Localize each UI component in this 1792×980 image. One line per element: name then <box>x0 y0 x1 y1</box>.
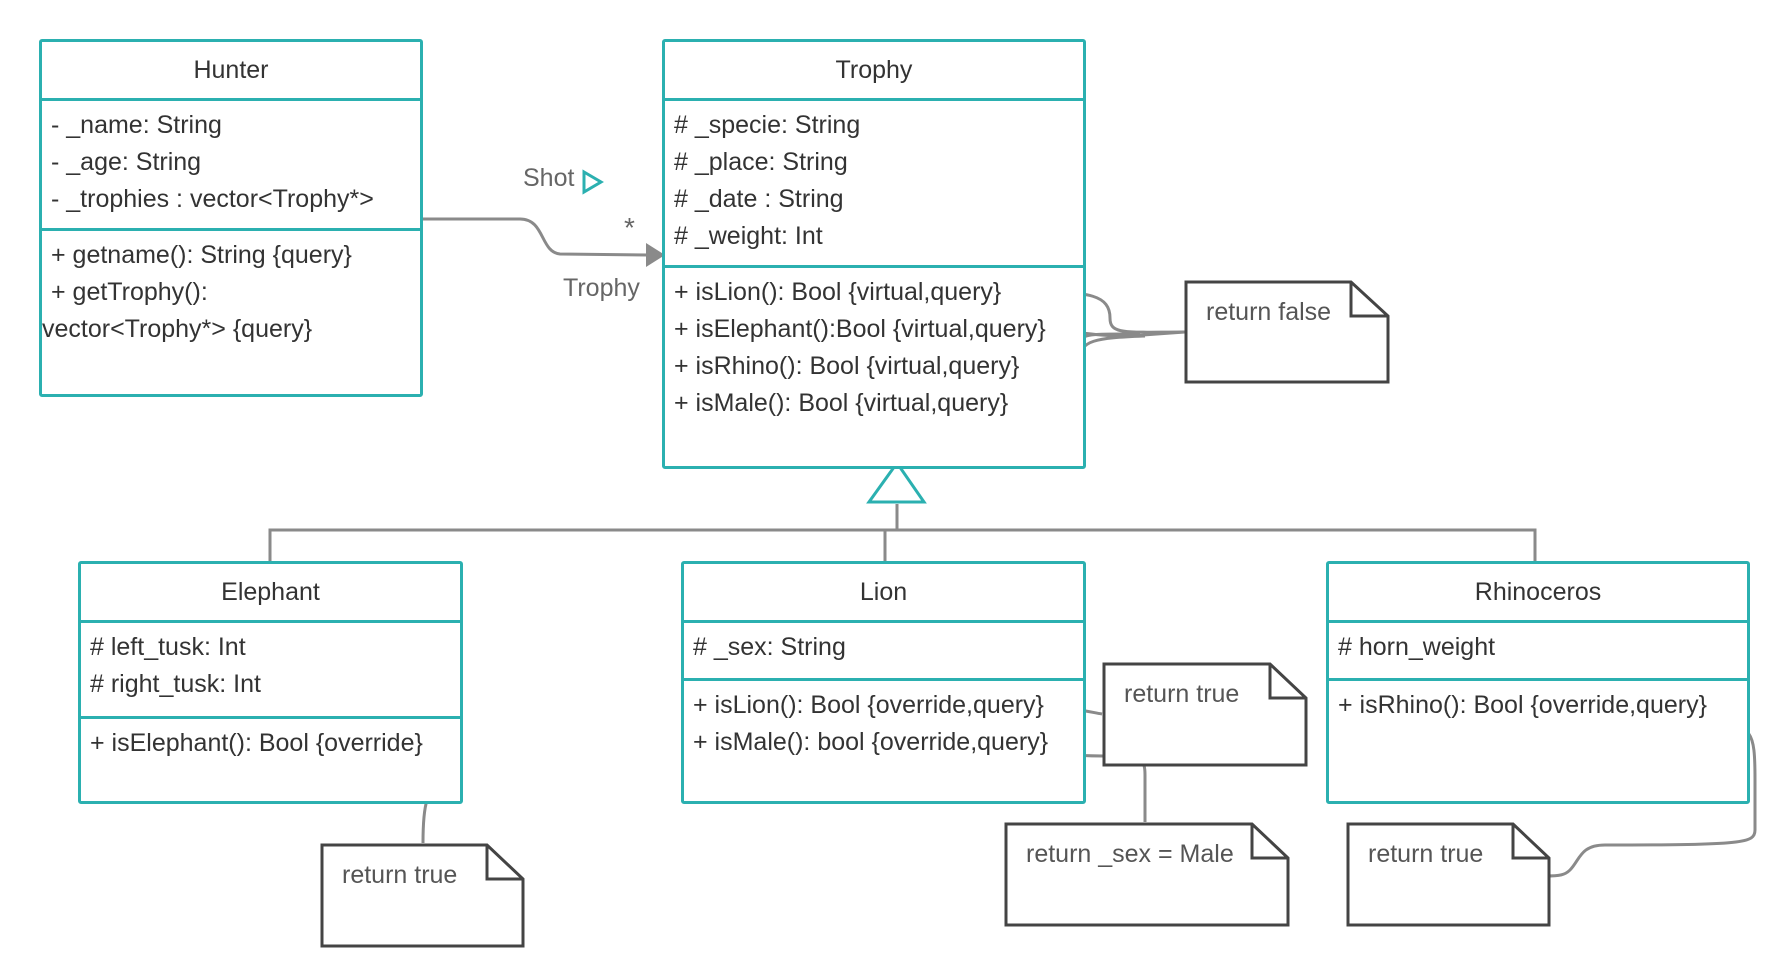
attribute-row: # left_tusk: Int <box>90 633 246 661</box>
method-row: + isRhino(): Bool {virtual,query} <box>674 352 1020 380</box>
class-rhinoceros-name: Rhinoceros <box>1329 564 1747 623</box>
method-row: vector<Trophy*> {query} <box>42 315 313 343</box>
class-hunter-name: Hunter <box>42 42 420 101</box>
method-row: + isMale(): Bool {virtual,query} <box>674 389 1009 417</box>
attribute-row: - _age: String <box>51 148 202 176</box>
method-row: + isMale(): bool {override,query} <box>693 728 1049 756</box>
class-trophy[interactable]: Trophy # _specie: String # _place: Strin… <box>662 39 1086 469</box>
method-row: + isElephant():Bool {virtual,query} <box>674 315 1046 343</box>
method-row: + isLion(): Bool {virtual,query} <box>674 278 1002 306</box>
class-lion[interactable]: Lion # _sex: String + isLion(): Bool {ov… <box>681 561 1086 804</box>
attribute-row: # right_tusk: Int <box>90 670 261 698</box>
association-role-label: Trophy <box>563 274 640 302</box>
note-shape-trophy-false <box>1184 280 1390 384</box>
note-text: return false <box>1206 298 1332 326</box>
note-text: return _sex = Male <box>1026 840 1234 868</box>
note-shape-elephant-true <box>320 843 525 948</box>
note-shape-rhino-true <box>1346 822 1551 927</box>
class-hunter-methods: + getname(): String {query} + getTrophy(… <box>42 231 420 348</box>
class-elephant-name: Elephant <box>81 564 460 623</box>
class-rhinoceros-attributes: # horn_weight <box>1329 623 1747 681</box>
association-direction-icon <box>582 169 604 195</box>
method-row: + isLion(): Bool {override,query} <box>693 691 1044 719</box>
association-multiplicity-label: * <box>624 212 635 243</box>
class-elephant-methods: + isElephant(): Bool {override} <box>81 719 460 762</box>
attribute-row: # _weight: Int <box>674 222 823 250</box>
class-hunter[interactable]: Hunter - _name: String - _age: String - … <box>39 39 423 397</box>
method-row: + isElephant(): Bool {override} <box>90 729 423 757</box>
note-text: return true <box>342 861 458 889</box>
note-text: return true <box>1368 840 1484 868</box>
method-row: + getTrophy(): <box>51 278 208 306</box>
class-elephant-attributes: # left_tusk: Int # right_tusk: Int <box>81 623 460 719</box>
attribute-row: # _date : String <box>674 185 844 213</box>
class-rhinoceros-methods: + isRhino(): Bool {override,query} <box>1329 681 1747 724</box>
note-shape-lion-sex <box>1004 822 1290 927</box>
attribute-row: # _sex: String <box>693 633 846 661</box>
method-row: + getname(): String {query} <box>51 241 352 269</box>
class-trophy-name: Trophy <box>665 42 1083 101</box>
rhino-note-connector <box>1544 723 1757 878</box>
attribute-row: # _place: String <box>674 148 848 176</box>
generalization-line-elephant <box>268 528 1537 562</box>
attribute-row: # horn_weight <box>1338 633 1496 661</box>
class-trophy-methods: + isLion(): Bool {virtual,query} + isEle… <box>665 268 1083 422</box>
generalization-arrowhead <box>866 460 927 504</box>
note-text: return true <box>1124 680 1240 708</box>
class-lion-attributes: # _sex: String <box>684 623 1083 681</box>
generalization-trunk <box>883 504 899 562</box>
association-line <box>422 217 649 257</box>
class-lion-name: Lion <box>684 564 1083 623</box>
association-arrowhead <box>646 243 665 267</box>
class-rhinoceros[interactable]: Rhinoceros # horn_weight + isRhino(): Bo… <box>1326 561 1750 804</box>
method-row: + isRhino(): Bool {override,query} <box>1338 691 1707 719</box>
note-shape-lion-true <box>1102 662 1308 767</box>
attribute-row: - _trophies : vector<Trophy*> <box>51 185 374 213</box>
class-trophy-attributes: # _specie: String # _place: String # _da… <box>665 101 1083 268</box>
attribute-row: # _specie: String <box>674 111 861 139</box>
class-hunter-attributes: - _name: String - _age: String - _trophi… <box>42 101 420 231</box>
attribute-row: - _name: String <box>51 111 222 139</box>
association-name-label: Shot <box>523 164 575 192</box>
class-lion-methods: + isLion(): Bool {override,query} + isMa… <box>684 681 1083 761</box>
class-elephant[interactable]: Elephant # left_tusk: Int # right_tusk: … <box>78 561 463 804</box>
